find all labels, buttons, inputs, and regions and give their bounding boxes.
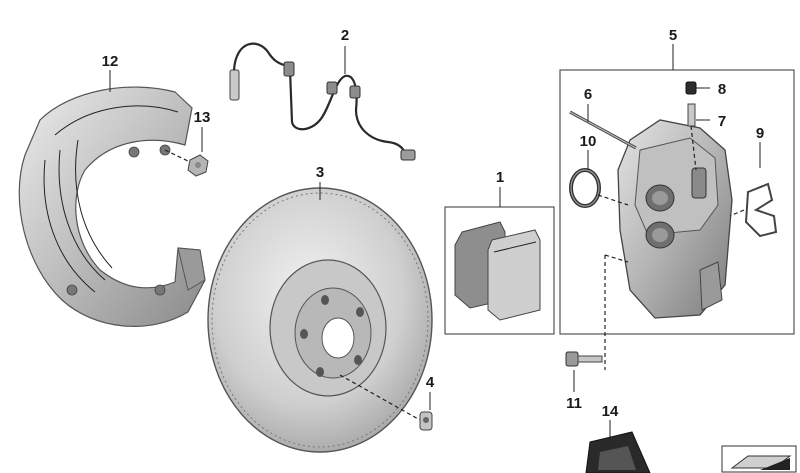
brake-caliper bbox=[617, 119, 733, 319]
part-label-2: 2 bbox=[341, 27, 349, 44]
spring-clip bbox=[744, 182, 778, 238]
part-label-14: 14 bbox=[602, 403, 619, 420]
guide-pin bbox=[569, 110, 637, 150]
dust-shield bbox=[18, 86, 206, 327]
grease-packet bbox=[585, 431, 651, 473]
part-label-4: 4 bbox=[426, 374, 435, 391]
part-label-9: 9 bbox=[756, 125, 764, 142]
part-label-5: 5 bbox=[669, 27, 677, 44]
illustration-key-icon bbox=[721, 445, 797, 473]
part-label-11: 11 bbox=[566, 395, 582, 412]
caliper-box bbox=[559, 69, 795, 335]
part-label-8: 8 bbox=[718, 81, 726, 98]
bleed-cap bbox=[685, 81, 697, 95]
brake-pads bbox=[454, 221, 541, 321]
brake-wear-sensor bbox=[229, 42, 416, 161]
shield-bolt bbox=[187, 154, 209, 177]
part-label-13: 13 bbox=[194, 109, 211, 126]
seal-ring bbox=[569, 168, 601, 208]
disc-screw bbox=[339, 374, 433, 431]
part-label-3: 3 bbox=[316, 164, 324, 181]
part-label-7: 7 bbox=[718, 113, 726, 130]
part-label-1: 1 bbox=[496, 169, 504, 186]
part-label-6: 6 bbox=[584, 86, 592, 103]
bleed-screw bbox=[687, 103, 697, 171]
part-label-10: 10 bbox=[580, 133, 597, 150]
part-label-12: 12 bbox=[102, 53, 119, 70]
caliper-bolt bbox=[565, 254, 629, 370]
brake-disc bbox=[207, 187, 433, 453]
